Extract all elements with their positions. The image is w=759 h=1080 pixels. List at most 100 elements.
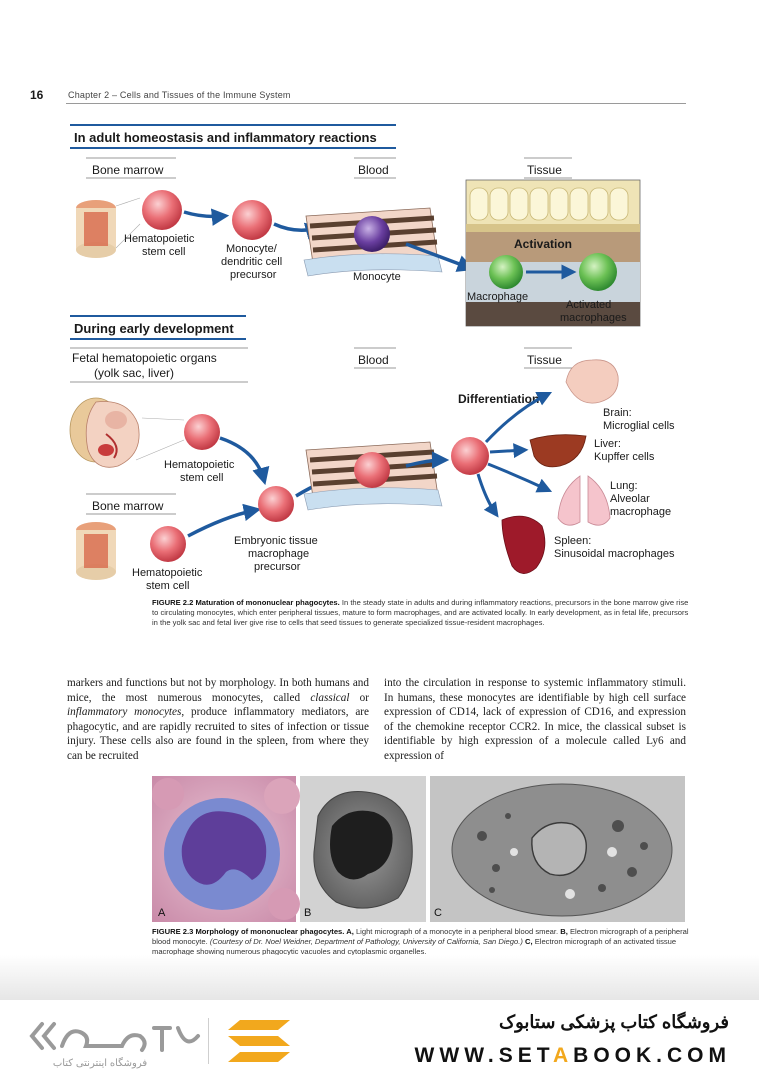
embryonic-label-1: Embryonic tissue xyxy=(234,535,318,547)
footer-divider xyxy=(208,1018,209,1064)
panel-c-label: C xyxy=(434,907,442,919)
monocyte-label: Monocyte xyxy=(353,271,401,283)
activated-label-1: Activated xyxy=(566,299,611,311)
caption-text: In the steady state in adults and during… xyxy=(152,598,689,628)
footer-fade xyxy=(0,955,759,1000)
body-emphasis: inflammatory monocytes xyxy=(67,706,182,719)
micrograph-c: C xyxy=(430,776,685,922)
body-emphasis: classical xyxy=(310,691,350,704)
hsc-label-fetal-1: Hematopoietic xyxy=(164,459,235,471)
footer-brand-subtitle: فروشگاه اینترنتی کتاب xyxy=(52,1058,148,1069)
spleen-label-1: Spleen: xyxy=(554,535,591,547)
page-number: 16 xyxy=(30,88,44,102)
caption-panel-label: B, xyxy=(558,927,568,936)
arrow xyxy=(487,462,553,493)
caption-panel-label: A, xyxy=(344,927,354,936)
body-text: , produce inflammatory mediators, are ph… xyxy=(67,706,369,762)
activated-macrophage xyxy=(579,253,617,291)
panel-early-title: During early development xyxy=(74,321,234,336)
caption-text: Electron micrograph of a peripheral bloo… xyxy=(152,927,689,947)
lung-label-1: Lung: xyxy=(610,480,638,492)
bone-illustration xyxy=(76,522,116,580)
url-part: SET xyxy=(498,1044,553,1067)
brain-icon xyxy=(565,359,619,404)
caption-label: FIGURE 2.2 Maturation of mononuclear pha… xyxy=(152,598,340,607)
caption-label: FIGURE 2.3 Morphology of mononuclear pha… xyxy=(152,927,345,936)
liver-icon xyxy=(529,434,587,468)
macrophage-label: Macrophage xyxy=(467,291,528,303)
embryonic-label-3: precursor xyxy=(254,561,301,573)
lung-label-2: Alveolar xyxy=(610,493,650,505)
embryonic-label-2: macrophage xyxy=(248,548,309,560)
precursor-label-3: precursor xyxy=(230,269,277,281)
store-url[interactable]: WWW.SETABOOK.COM xyxy=(415,1044,731,1068)
panel-adult: In adult homeostasis and inflammatory re… xyxy=(70,124,641,327)
spleen-icon xyxy=(501,515,546,574)
liver-label-2: Kupffer cells xyxy=(594,451,655,463)
body-column-right: into the circulation in response to syst… xyxy=(384,677,686,762)
circulating-precursor xyxy=(354,452,390,488)
label-tissue: Tissue xyxy=(527,163,562,177)
precursor-cell xyxy=(232,200,272,240)
micrograph-b: B xyxy=(300,776,426,922)
hsc-label-bm-2: stem cell xyxy=(146,580,189,592)
chapter-title: Chapter 2 – Cells and Tissues of the Imm… xyxy=(68,90,291,100)
figure-2-3-caption: FIGURE 2.3 Morphology of mononuclear pha… xyxy=(152,927,692,958)
caption-text: Electron micrograph of an activated tiss… xyxy=(152,937,677,957)
stem-cell xyxy=(150,526,186,562)
stem-cell xyxy=(184,414,220,450)
micrograph-a: A xyxy=(152,776,300,922)
seeding-cell xyxy=(451,437,489,475)
precursor-label-1: Monocyte/ xyxy=(226,243,278,255)
body-text: markers and functions but not by morphol… xyxy=(67,677,369,704)
liver-label-1: Liver: xyxy=(594,438,621,450)
figure-2-3-micrographs: A B C xyxy=(152,776,685,922)
fetal-label-2: (yolk sac, liver) xyxy=(94,366,174,380)
label-tissue-2: Tissue xyxy=(527,353,562,367)
tissue-block xyxy=(465,179,641,327)
activated-label-2: macrophages xyxy=(560,312,627,324)
body-text: or xyxy=(349,691,369,704)
spleen-label-2: Sinusoidal macrophages xyxy=(554,548,675,560)
arrow xyxy=(489,443,529,459)
body-column-left: markers and functions but not by morphol… xyxy=(67,676,369,764)
caption-panel-label: C, xyxy=(522,937,533,947)
url-accent: A xyxy=(552,1044,574,1067)
activation-label: Activation xyxy=(514,237,572,251)
hsc-label-2: stem cell xyxy=(142,246,185,258)
label-bone-marrow-2: Bone marrow xyxy=(92,499,164,513)
label-blood-2: Blood xyxy=(358,353,389,367)
embryonic-precursor xyxy=(258,486,294,522)
panel-a-label: A xyxy=(158,907,166,919)
url-part: OO xyxy=(593,1044,636,1067)
panel-early: During early development Fetal hematopoi… xyxy=(69,315,675,592)
arrow xyxy=(405,451,450,469)
panel-b-label: B xyxy=(304,907,311,919)
figure-2-2: In adult homeostasis and inflammatory re… xyxy=(69,124,675,592)
arrow xyxy=(476,473,499,518)
figure-2-2-caption: FIGURE 2.2 Maturation of mononuclear pha… xyxy=(152,598,692,629)
caption-credit: (Courtesy of Dr. Noel Weidner, Departmen… xyxy=(207,937,523,947)
lung-label-3: macrophage xyxy=(610,506,671,518)
store-name: فروشگاه کتاب پزشکی ستابوک xyxy=(499,1012,729,1032)
url-part: B xyxy=(573,1044,594,1067)
arrow xyxy=(405,242,475,272)
differentiation-label: Differentiation xyxy=(458,392,539,406)
hsc-label-bm-1: Hematopoietic xyxy=(132,567,203,579)
fetal-label-1: Fetal hematopoietic organs xyxy=(72,351,217,365)
stem-cell xyxy=(142,190,182,230)
arrow xyxy=(484,391,553,444)
label-blood: Blood xyxy=(358,163,389,177)
embryo-illustration xyxy=(69,397,185,468)
panel-adult-title: In adult homeostasis and inflammatory re… xyxy=(74,130,377,145)
arrow xyxy=(187,503,262,538)
label-bone-marrow: Bone marrow xyxy=(92,163,164,177)
caption-text: Light micrograph of a monocyte in a peri… xyxy=(353,927,559,936)
monocyte xyxy=(354,216,390,252)
brain-label-2: Microglial cells xyxy=(603,420,675,432)
setabook-logo xyxy=(29,1020,290,1062)
macrophage xyxy=(489,255,523,289)
brain-label-1: Brain: xyxy=(603,407,632,419)
arrow xyxy=(219,436,270,486)
hsc-label-fetal-2: stem cell xyxy=(180,472,223,484)
